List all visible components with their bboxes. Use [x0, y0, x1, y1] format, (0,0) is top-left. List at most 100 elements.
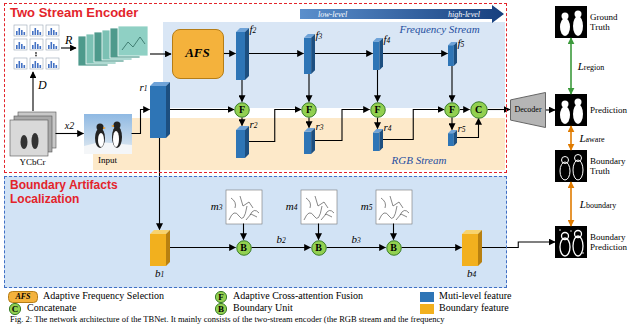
prediction-mask [555, 94, 587, 126]
boundary-feature-block: b1 [150, 230, 170, 266]
connector [308, 74, 309, 102]
edge-label: Laware [578, 132, 605, 145]
legend-swatch [420, 292, 434, 302]
edge-label: Lboundary [579, 198, 617, 211]
connector [252, 247, 311, 248]
feature-block-shape [236, 28, 249, 80]
node-text: B [315, 242, 322, 254]
node-text: r5 [458, 122, 466, 135]
art-part [95, 128, 105, 148]
art-part [555, 94, 587, 126]
connector [377, 118, 378, 129]
edge-label: b2 [275, 233, 286, 246]
art-part [570, 230, 571, 231]
feature-block: r3 [304, 128, 315, 154]
operator-circle: F [444, 102, 460, 118]
level-arrow [300, 5, 504, 23]
art-part [582, 252, 584, 254]
block-side [453, 42, 456, 66]
operator-circle: F [234, 102, 250, 118]
connector [570, 38, 572, 94]
image-tile: m3 [226, 190, 262, 224]
art-part [114, 122, 121, 129]
legend-operator-shape [9, 303, 20, 314]
block-side [311, 34, 315, 74]
art-part [30, 58, 43, 69]
node-text: f3 [316, 29, 323, 42]
annotation: high-level [448, 10, 480, 19]
operator-disc [311, 240, 326, 255]
image-tile: Input [84, 114, 132, 154]
node-text: F [449, 104, 455, 116]
connector [402, 247, 462, 248]
feature-block-shape [373, 129, 383, 151]
feature-block: r4 [373, 129, 383, 151]
connector [546, 109, 555, 110]
node-text: f5 [458, 37, 465, 50]
image-tile: Ground Truth [555, 6, 587, 38]
connector [159, 138, 160, 230]
block-face [150, 234, 166, 266]
node-text: B [390, 242, 397, 254]
art-part [61, 47, 76, 48]
node-text: Input [98, 155, 117, 165]
block-side [245, 126, 249, 158]
art-part [118, 26, 148, 56]
node-text: Boundary Artifacts Localization [10, 179, 150, 207]
art-part [35, 52, 37, 54]
art-part [122, 37, 145, 50]
image-tile: Prediction [555, 94, 587, 126]
node-text: Boundary Truth [590, 156, 636, 177]
connector [315, 53, 373, 54]
art-part [14, 39, 27, 50]
art-part [112, 126, 122, 148]
feature-block: r1 [150, 82, 170, 138]
decoder-trapezoid: Decoder [510, 92, 546, 128]
connector [315, 110, 370, 141]
node-text: AFS [185, 46, 210, 61]
ground-truth-mask [555, 6, 587, 38]
connector [170, 109, 235, 110]
module-box: AFS [172, 29, 224, 79]
operator-disc [386, 240, 401, 255]
node-text: b1 [155, 267, 164, 280]
block-side [379, 129, 383, 151]
node-text: B [240, 242, 247, 254]
art-part [35, 55, 37, 57]
operator-disc [236, 240, 251, 255]
art-part [32, 72, 33, 111]
legend-module-shape [9, 292, 38, 303]
boundary-truth-map [555, 150, 587, 182]
node-text: F [374, 104, 380, 116]
edge-label: x2 [64, 120, 75, 132]
block-face [236, 130, 245, 158]
node-text: m5 [361, 200, 373, 213]
node-text: Decoder [514, 105, 541, 114]
node-text: YCbCr [19, 157, 45, 167]
feature-block: r5 [448, 130, 457, 146]
art-part [103, 127, 106, 129]
node-text: r2 [250, 118, 258, 131]
art-part [46, 39, 59, 50]
legend-text: Muti-level feature [439, 290, 511, 302]
node-text: Boundary Prediction [590, 232, 636, 253]
legend-symbol-text: F [218, 292, 224, 302]
legend-operator-shape [215, 303, 226, 314]
feature-block-shape [150, 82, 170, 138]
art-part [555, 150, 587, 182]
node-text: f4 [384, 33, 391, 46]
connector [241, 80, 242, 102]
boundary-feature-block-shape [150, 230, 170, 266]
feature-block-shape [448, 130, 457, 146]
operator-disc [445, 102, 460, 117]
operator-circle: F [370, 102, 386, 118]
art-part [226, 190, 262, 224]
node-text: C [475, 104, 482, 116]
node-text: RGB Stream [392, 154, 447, 167]
image-tile: YCbCr [10, 112, 56, 156]
encoder-region: AFSf2f3f4f5Frequency Streamr2r3r4r5RGB S… [4, 3, 507, 173]
block-face [304, 131, 311, 153]
feature-block: r2 [236, 126, 249, 158]
operator-circle: B [311, 240, 327, 256]
connector [170, 247, 236, 248]
